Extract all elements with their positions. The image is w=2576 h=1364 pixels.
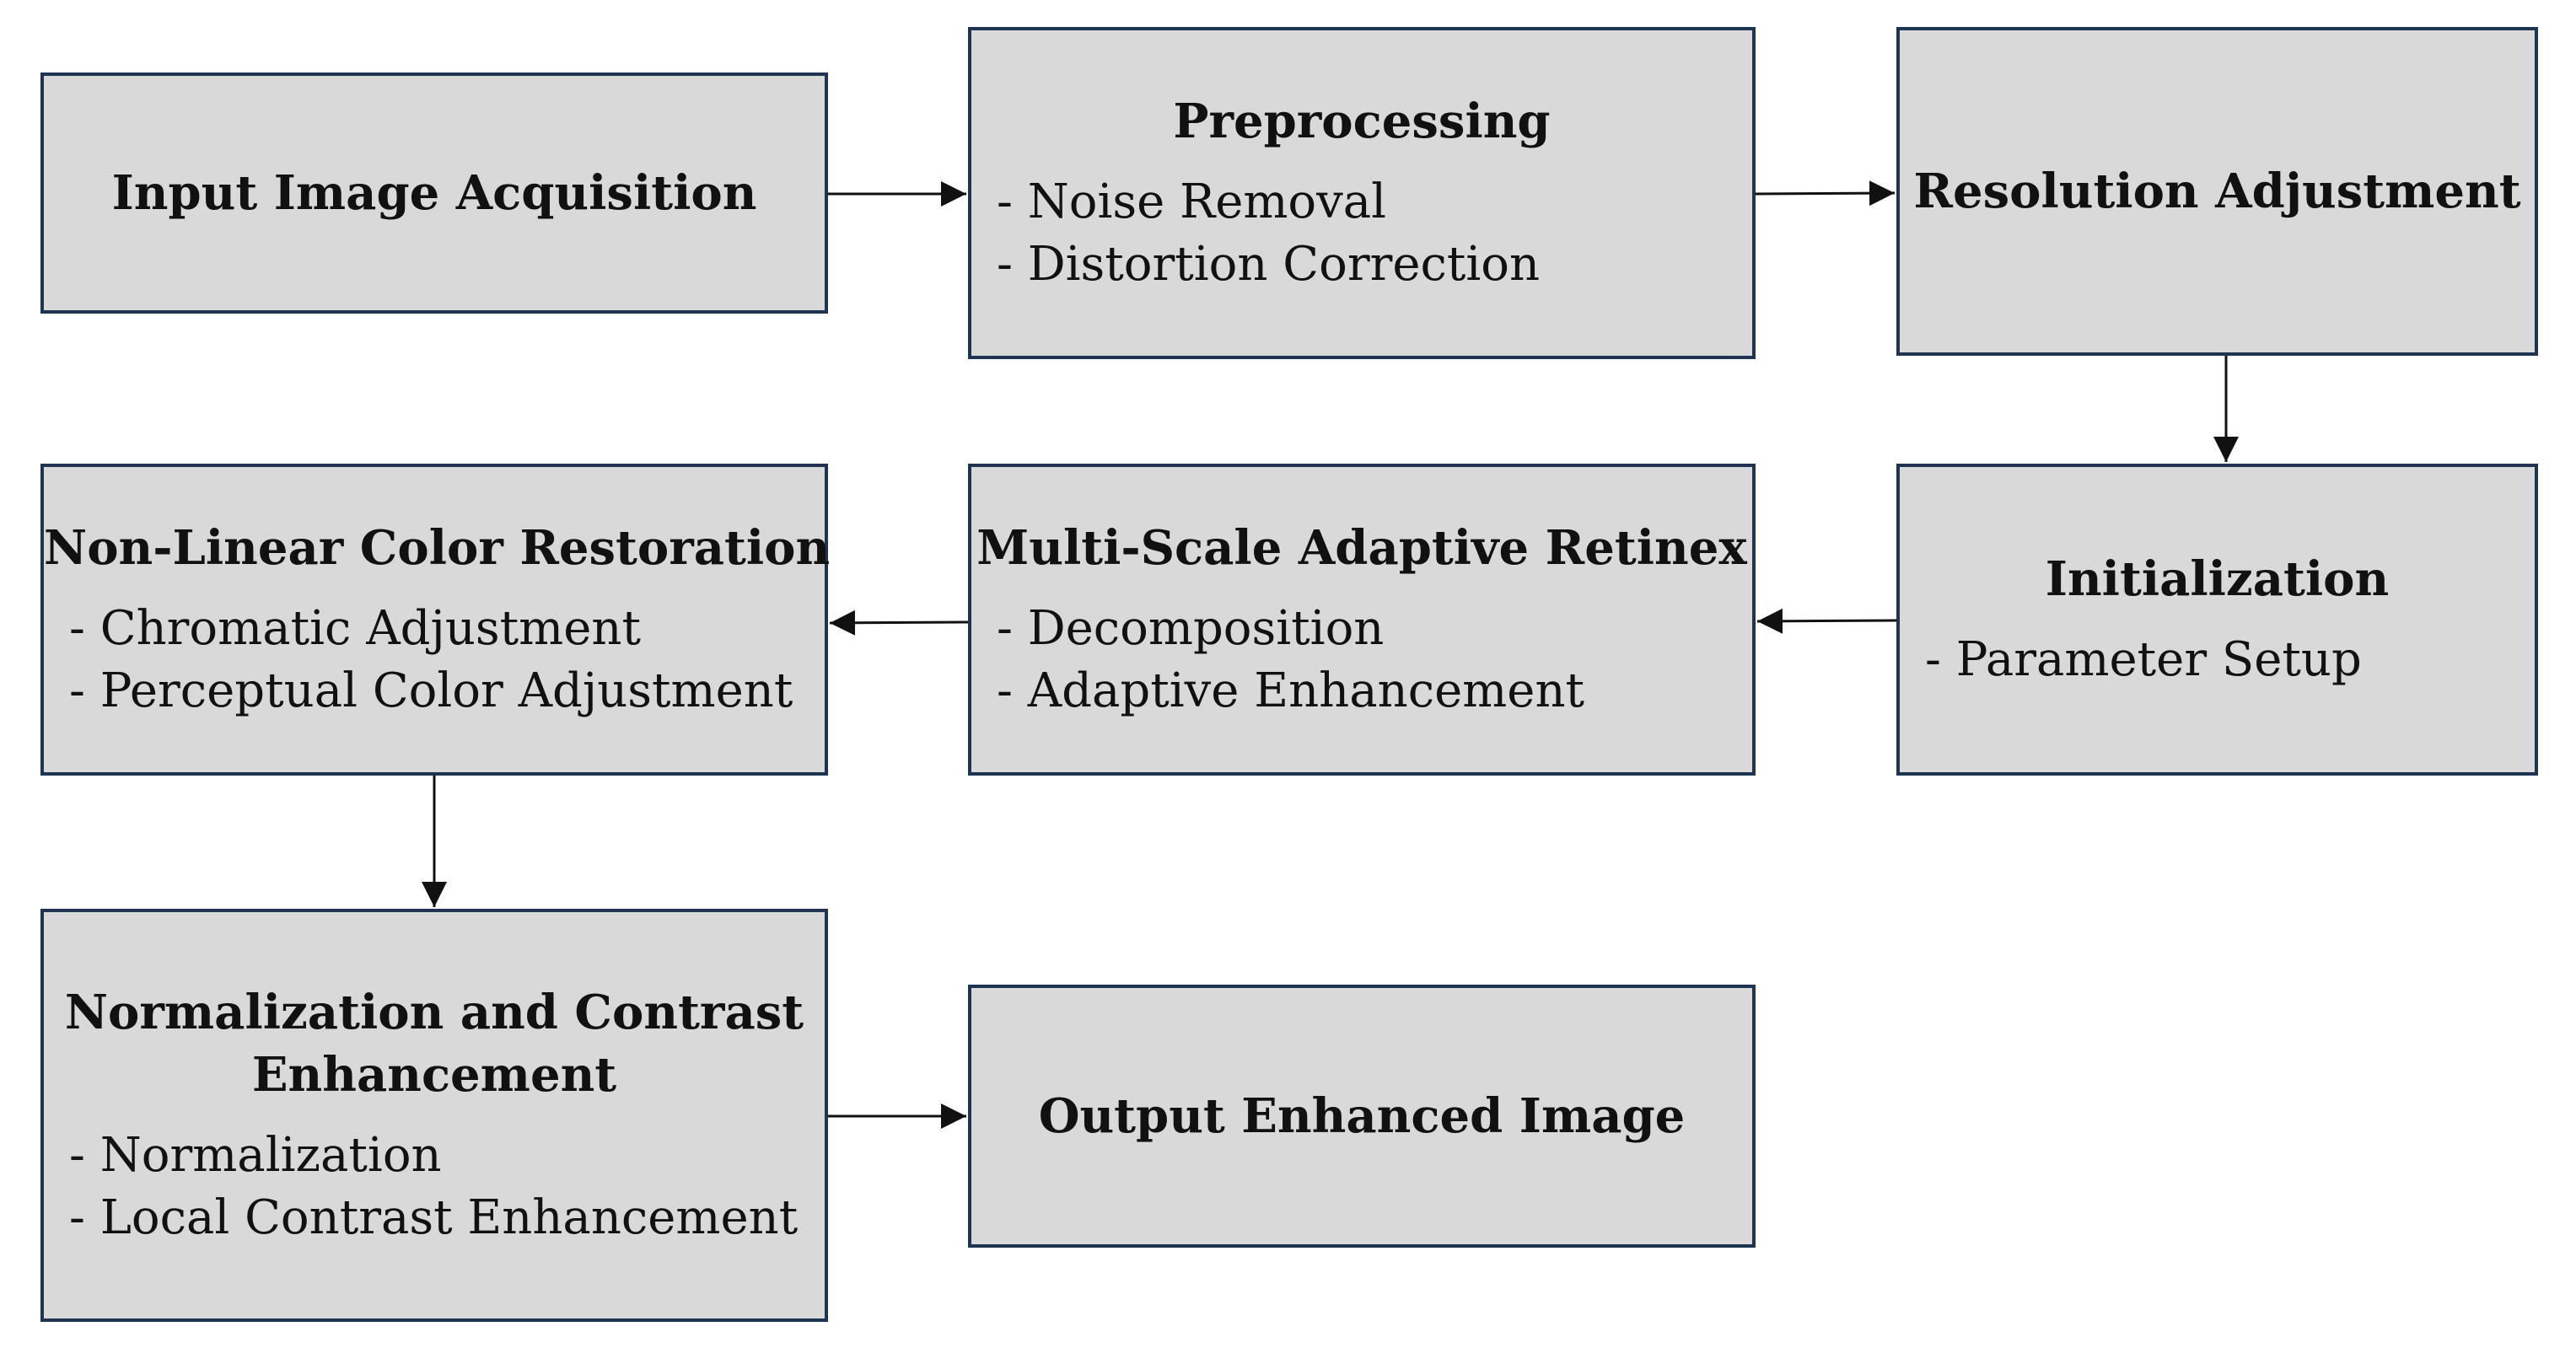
node-item: - Chromatic Adjustment (69, 601, 641, 656)
node-resolution-adjustment: Resolution Adjustment (1896, 27, 2538, 356)
arrow-retinex-to-color-restoration (829, 610, 969, 636)
arrow-preprocessing-to-resolution (1755, 180, 1896, 207)
node-preprocessing: Preprocessing - Noise Removal - Distorti… (968, 27, 1756, 359)
node-item: - Parameter Setup (1925, 632, 2362, 687)
node-title: Output Enhanced Image (1038, 1088, 1686, 1144)
node-item: - Perceptual Color Adjustment (69, 663, 793, 718)
node-item: - Decomposition (997, 601, 1385, 656)
arrow-initialization-to-retinex (1756, 608, 1897, 634)
node-title: Resolution Adjustment (1913, 164, 2521, 219)
node-title-line: Enhancement (251, 1047, 617, 1103)
node-input-image-acquisition: Input Image Acquisition (40, 72, 828, 314)
node-title: Multi-Scale Adaptive Retinex (976, 520, 1747, 576)
node-item: - Distortion Correction (997, 237, 1541, 292)
node-title: Preprocessing (1173, 94, 1551, 149)
node-normalization-contrast-enhancement: Normalization and Contrast Enhancement -… (40, 909, 828, 1322)
node-multi-scale-adaptive-retinex: Multi-Scale Adaptive Retinex - Decomposi… (968, 464, 1756, 776)
node-item: - Normalization (69, 1128, 442, 1183)
node-output-enhanced-image: Output Enhanced Image (968, 985, 1756, 1248)
node-initialization: Initialization - Parameter Setup (1896, 464, 2538, 776)
node-non-linear-color-restoration: Non-Linear Color Restoration - Chromatic… (40, 464, 831, 776)
node-title: Initialization (2045, 551, 2390, 607)
node-title-line: Normalization and Contrast (64, 985, 804, 1040)
node-item: - Noise Removal (997, 175, 1387, 229)
node-item: - Adaptive Enhancement (997, 663, 1585, 718)
node-item: - Local Contrast Enhancement (69, 1190, 799, 1245)
node-title: Input Image Acquisition (111, 165, 757, 221)
node-title: Non-Linear Color Restoration (44, 520, 831, 576)
